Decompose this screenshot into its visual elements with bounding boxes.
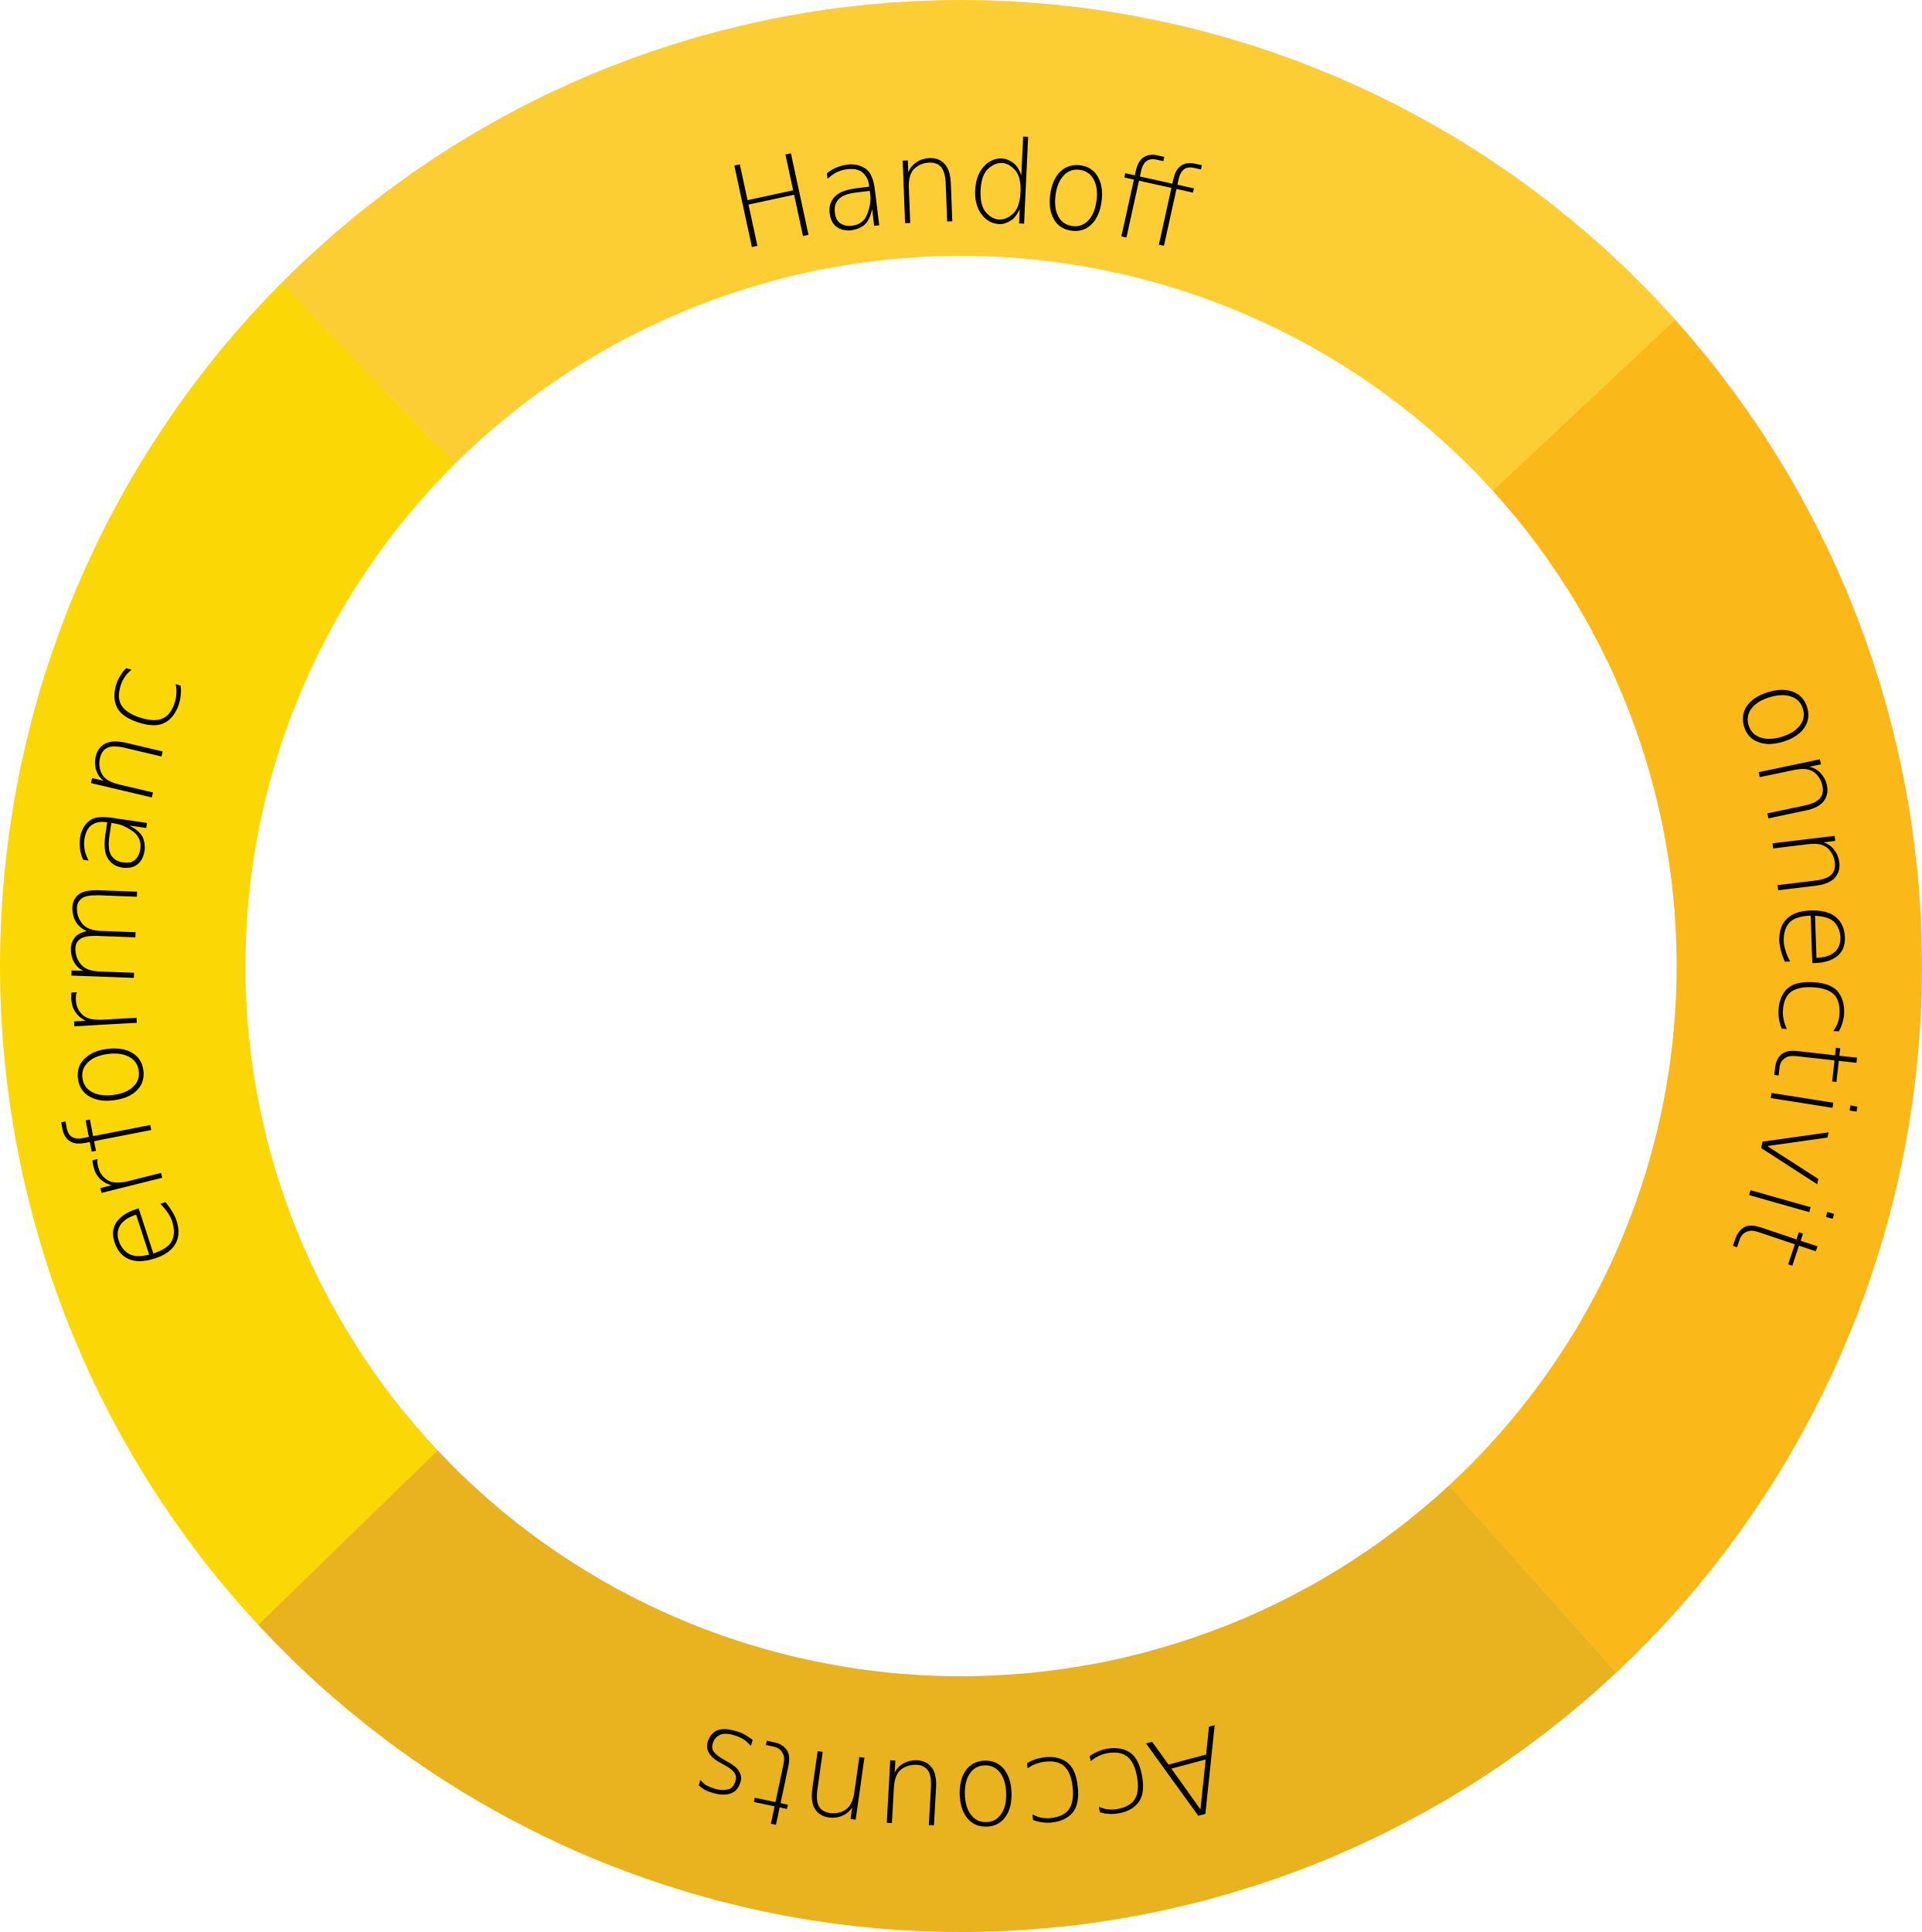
- segment-connectivity: [1449, 319, 1922, 1673]
- segment-handoff: [281, 0, 1675, 492]
- segment-accounts: [258, 1450, 1617, 1932]
- segment-performance: [0, 283, 455, 1625]
